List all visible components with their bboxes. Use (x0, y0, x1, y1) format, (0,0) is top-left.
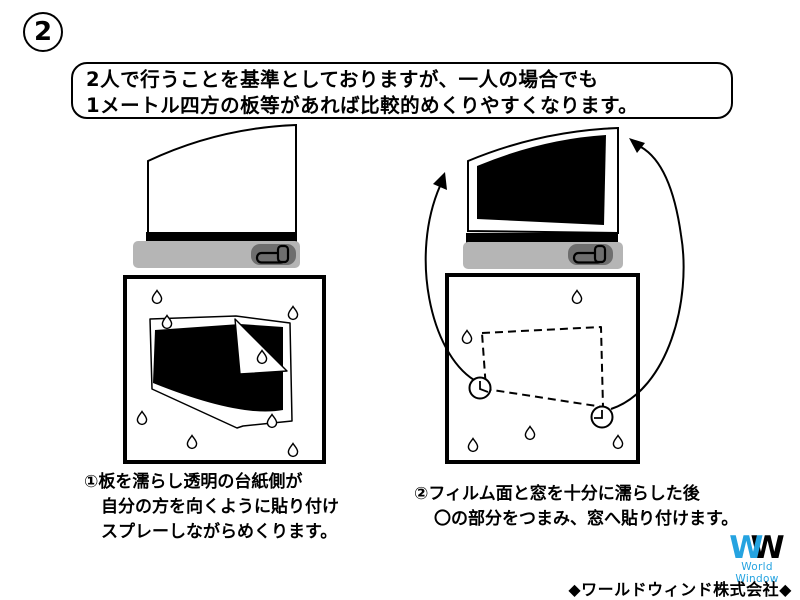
arrow-curve-right (610, 146, 685, 410)
grip-point-left (468, 376, 492, 400)
right-illustration (424, 126, 685, 464)
step-number: 2 (33, 17, 53, 47)
car-door-empty-window (133, 123, 300, 268)
logo-letter-blue: W (729, 530, 764, 566)
logo-letter-black: W (750, 530, 785, 566)
film-corner-mark (594, 410, 603, 419)
arrowhead-right-icon (629, 138, 645, 153)
bubble-line-1: 2人で行うことを基準としておりますが、一人の場合でも (86, 68, 599, 91)
wet-board-with-film (123, 275, 326, 464)
window-seal-strip (146, 232, 297, 242)
film-corner-mark (479, 381, 489, 393)
board-outline (445, 273, 640, 464)
arrow-curve-left (424, 185, 475, 381)
right-caption-line-1: ②フィルム面と窓を十分に濡らした後 (414, 484, 700, 504)
step-number-badge: 2 (23, 12, 63, 52)
world-window-logo: W W World Window (725, 530, 789, 585)
grip-point-right (590, 405, 614, 429)
peeled-corner-fold (234, 318, 288, 375)
right-step-caption: ②フィルム面と窓を十分に濡らした後 〇の部分をつまみ、窓へ貼り付けます。 (414, 482, 738, 532)
apply-direction-arrows (424, 138, 685, 410)
window-glass-outline (147, 123, 297, 234)
left-illustration (123, 123, 326, 464)
bubble-line-2: 1メートル四方の板等があれば比較的めくりやすくなります。 (86, 94, 639, 117)
left-caption-line-3: スプレーしながらめくります。 (101, 522, 338, 542)
instruction-bubble: 2人で行うことを基準としておりますが、一人の場合でも 1メートル四方の板等があれ… (71, 62, 733, 119)
wet-board-film-removed (445, 273, 640, 464)
left-caption-line-2: 自分の方を向くように貼り付け (101, 497, 339, 517)
car-door-tinted-window (463, 126, 623, 269)
right-caption-line-2: 〇の部分をつまみ、窓へ貼り付けます。 (434, 509, 739, 529)
company-name: ◆ワールドウィンド株式会社◆ (568, 580, 792, 599)
left-step-caption: ①板を濡らし透明の台紙側が 自分の方を向くように貼り付け スプレーしながらめくり… (84, 470, 339, 545)
door-handle-icon (566, 242, 615, 267)
logo-subtitle: World Window (735, 561, 779, 585)
window-seal-strip (466, 233, 618, 243)
logo-monogram: W W (725, 530, 789, 566)
left-caption-line-1: ①板を濡らし透明の台紙側が (84, 472, 303, 492)
applied-tint-film (477, 135, 606, 225)
arrowhead-left-icon (433, 172, 447, 190)
door-handle-icon (249, 242, 298, 267)
